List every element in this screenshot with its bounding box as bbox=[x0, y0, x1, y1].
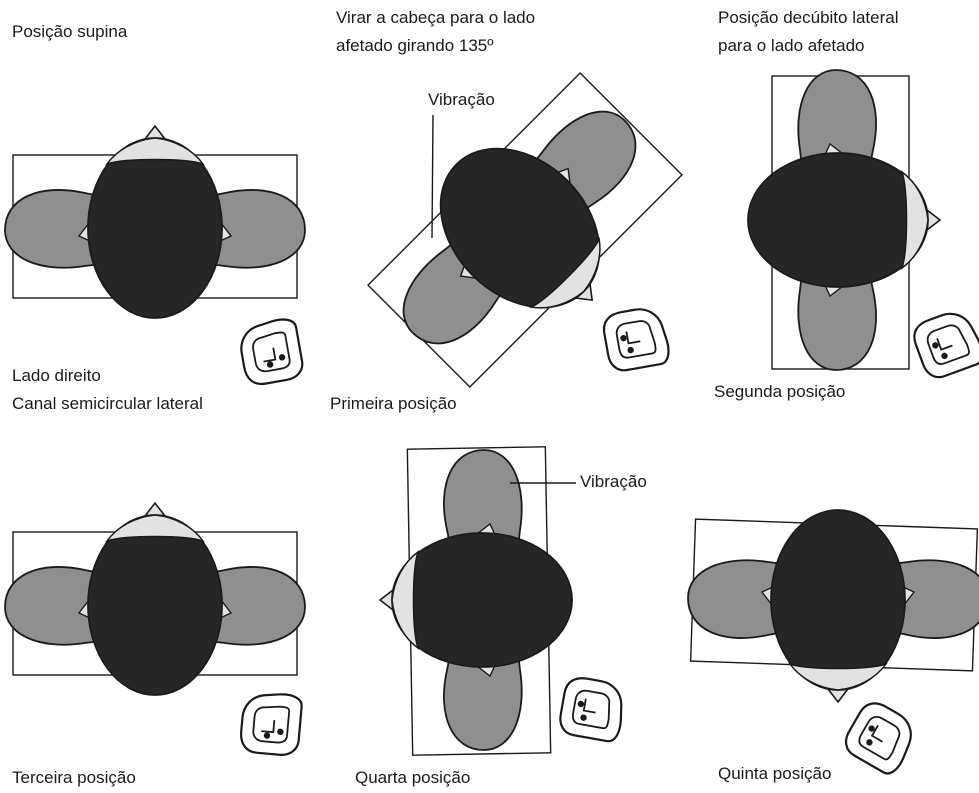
first-position-caption: Primeira posição bbox=[330, 392, 457, 416]
head-top-view-icon bbox=[748, 70, 940, 370]
panel-first-position bbox=[350, 58, 698, 406]
vibration-label: Vibração bbox=[428, 88, 495, 112]
semicircular-canal-icon bbox=[910, 306, 979, 381]
semicircular-canal-icon bbox=[601, 305, 671, 373]
panel-supine bbox=[5, 126, 305, 387]
semicircular-canal-icon bbox=[237, 317, 305, 387]
canal-label: Canal semicircular lateral bbox=[12, 392, 203, 416]
panel-fifth-position bbox=[688, 510, 979, 778]
panel-second-position bbox=[748, 70, 979, 382]
second-position-caption: Segunda posição bbox=[714, 380, 845, 404]
first-instruction-line-1: Virar a cabeça para o lado bbox=[336, 6, 535, 30]
third-position-caption: Terceira posição bbox=[12, 766, 136, 790]
second-instruction-line-1: Posição decúbito lateral bbox=[718, 6, 899, 30]
fifth-position-caption: Quinta posição bbox=[718, 762, 831, 786]
vibration-label: Vibração bbox=[580, 470, 647, 494]
first-instruction-line-2: afetado girando 135º bbox=[336, 34, 493, 58]
semicircular-canal-icon bbox=[239, 691, 302, 756]
fourth-position-caption: Quarta posição bbox=[355, 766, 470, 790]
semicircular-canal-icon bbox=[558, 675, 628, 743]
panel-third-position bbox=[5, 503, 305, 756]
semicircular-canal-icon bbox=[840, 697, 921, 777]
side-label: Lado direito bbox=[12, 364, 101, 388]
head-top-view-icon bbox=[688, 510, 979, 702]
second-instruction-line-2: para o lado afetado bbox=[718, 34, 865, 58]
supine-position-title: Posição supina bbox=[12, 20, 127, 44]
vibration-pointer bbox=[432, 115, 433, 238]
